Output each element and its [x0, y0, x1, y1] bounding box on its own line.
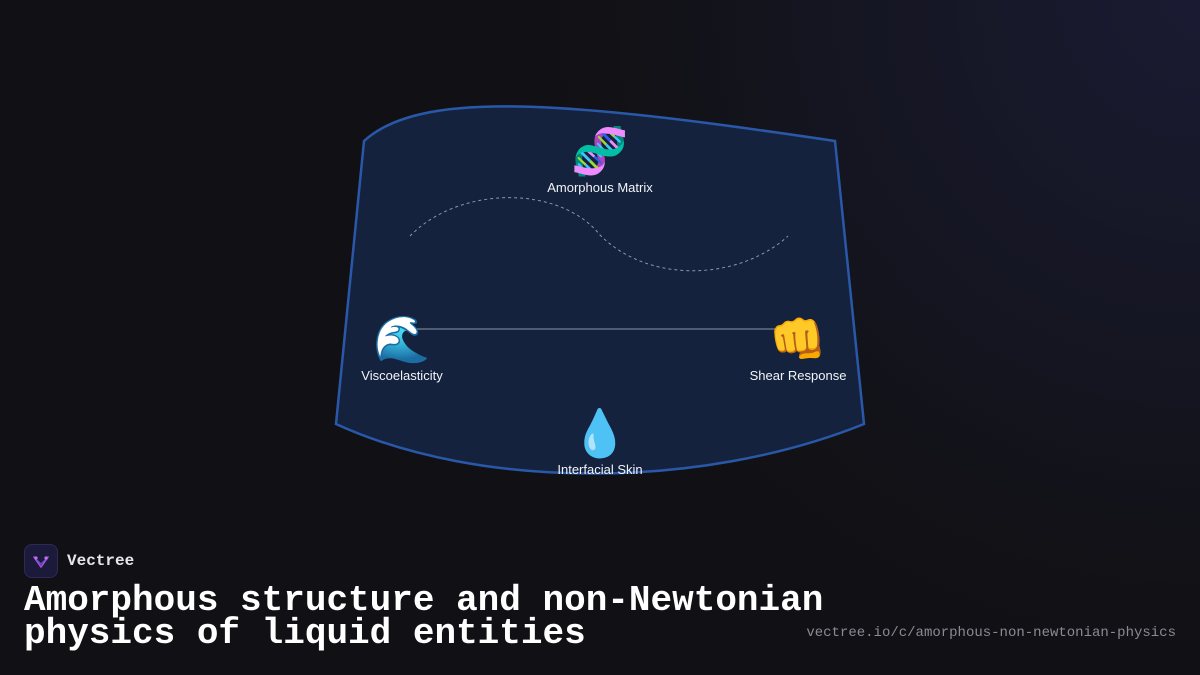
node-viscoelasticity: 🌊 Viscoelasticity — [302, 312, 502, 384]
brand-name: Vectree — [67, 552, 135, 570]
v-tree-icon — [24, 544, 58, 578]
node-label: Viscoelasticity — [361, 368, 443, 383]
page-url[interactable]: vectree.io/c/amorphous-non-newtonian-phy… — [806, 625, 1176, 641]
dna-icon: 🧬 — [571, 125, 629, 179]
page-title: Amorphous structure and non-Newtonian ph… — [24, 580, 824, 654]
node-label: Shear Response — [749, 368, 847, 383]
node-amorphous-matrix: 🧬 Amorphous Matrix — [500, 124, 700, 196]
node-shear-response: 👊 Shear Response — [698, 312, 898, 384]
node-label: Interfacial Skin — [557, 462, 643, 477]
fist-icon: 👊 — [769, 313, 827, 367]
node-label: Amorphous Matrix — [547, 180, 653, 195]
brand: Vectree — [24, 544, 134, 578]
liquid-blob-shape — [334, 105, 866, 475]
droplet-icon: 💧 — [571, 407, 629, 461]
edge-dashed-wave — [409, 197, 789, 272]
node-interfacial-skin: 💧 Interfacial Skin — [500, 406, 700, 478]
wave-icon: 🌊 — [373, 313, 431, 367]
